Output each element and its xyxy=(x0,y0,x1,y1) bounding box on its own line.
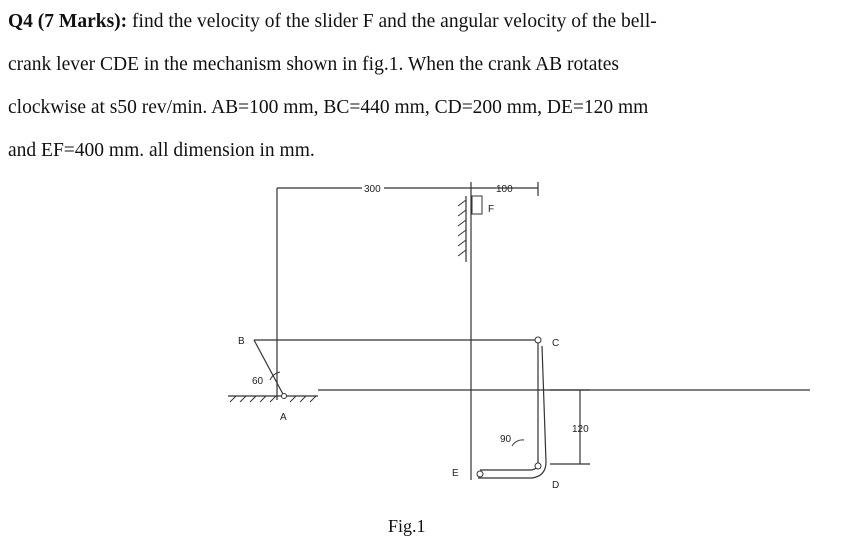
dim-label-120: 120 xyxy=(572,424,589,435)
point-label-c: C xyxy=(552,338,559,349)
angle-arc-60 xyxy=(269,371,281,381)
question-label: Q4 (7 Marks): xyxy=(8,11,128,32)
angle-label-90: 90 xyxy=(500,434,512,445)
point-label-e: E xyxy=(452,468,459,479)
point-label-a: A xyxy=(280,412,287,423)
angle-label-60: 60 xyxy=(252,376,264,387)
question-line-3: clockwise at s50 rev/min. AB=100 mm, BC=… xyxy=(8,97,649,118)
angle-arc-90 xyxy=(511,439,525,447)
bell-crank-outline xyxy=(478,345,547,479)
point-label-d: D xyxy=(552,480,559,491)
slider-f-block xyxy=(471,195,483,215)
point-label-b: B xyxy=(238,336,245,347)
joint-a xyxy=(281,393,287,399)
question-text: Q4 (7 Marks): find the velocity of the s… xyxy=(8,0,838,172)
crank-ab xyxy=(253,339,285,397)
question-line-2: crank lever CDE in the mechanism shown i… xyxy=(8,54,620,75)
ground-hatching xyxy=(229,395,317,403)
slider-hatching xyxy=(457,199,467,257)
bell-crank-cde xyxy=(480,342,539,471)
dim-label-300: 300 xyxy=(364,184,381,195)
dim-label-100: 100 xyxy=(496,184,513,195)
figure-caption: Fig.1 xyxy=(388,516,426,536)
joint-e xyxy=(476,470,484,478)
question-line-1: Q4 (7 Marks): find the velocity of the s… xyxy=(8,11,657,32)
point-label-f: F xyxy=(488,204,494,215)
joint-d xyxy=(534,462,542,470)
joint-c xyxy=(534,336,542,344)
question-line-4: and EF=400 mm. all dimension in mm. xyxy=(8,140,315,161)
